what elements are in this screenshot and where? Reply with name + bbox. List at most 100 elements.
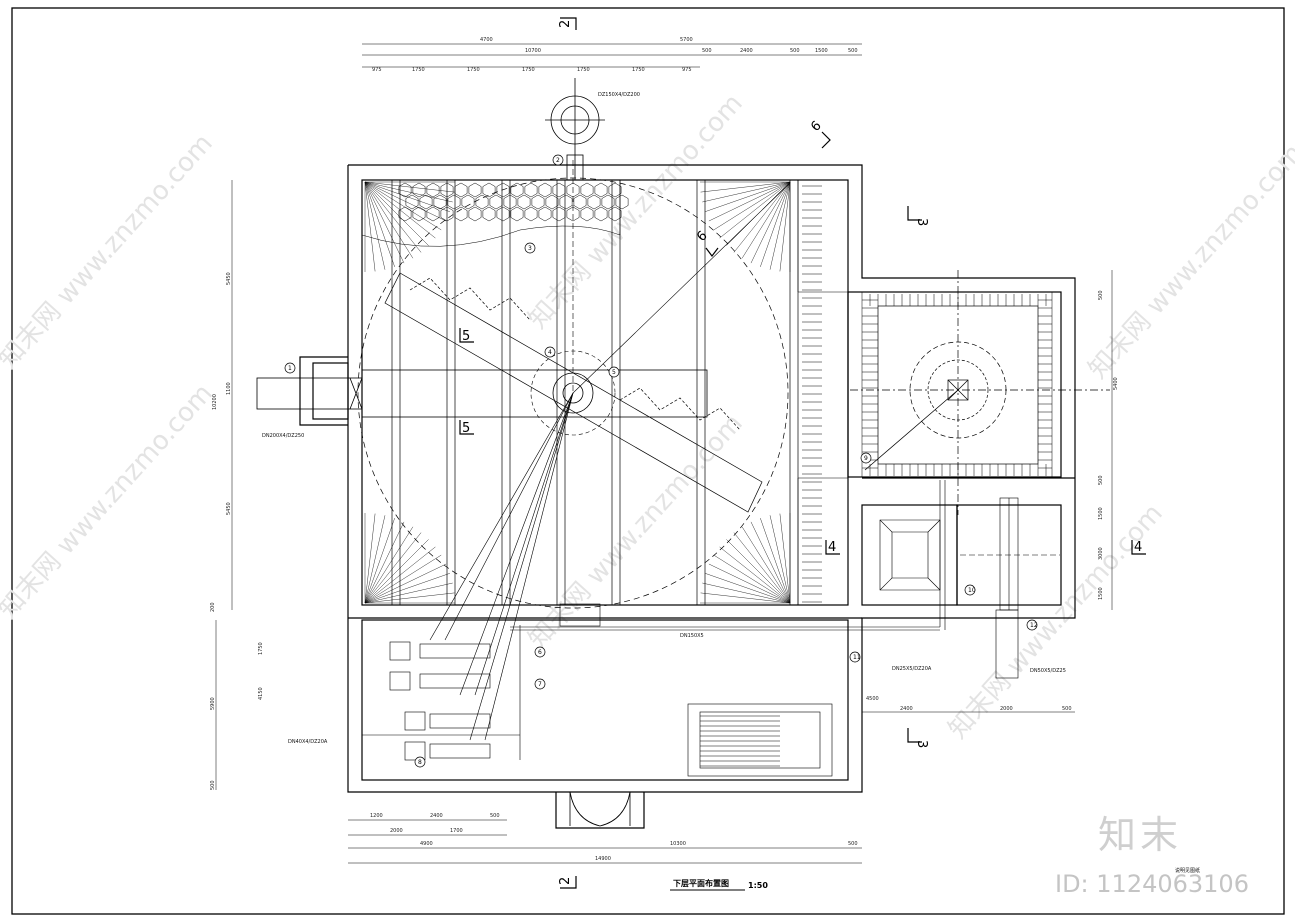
watermark-diag: 知末网 www.znzmo.com <box>0 128 219 374</box>
sheet-border <box>11 7 1285 915</box>
dim-text: 500 <box>210 780 216 790</box>
dim-text: 2000 <box>390 828 403 834</box>
section-label: 3 <box>914 740 929 748</box>
dim-text: 5450 <box>226 272 232 285</box>
callout-bubble: 5 <box>608 366 620 378</box>
callout-bubble-circle <box>534 646 546 658</box>
section-label: 4 <box>1134 540 1142 555</box>
dim-text: 4900 <box>420 841 433 847</box>
dim-text: 500 <box>1098 475 1104 485</box>
id-watermark: ID: 1124063106 <box>1055 870 1249 898</box>
dim-text: 1500 <box>1098 587 1104 600</box>
dim-text: 1750 <box>577 67 590 73</box>
corner-fans <box>364 181 791 604</box>
watermark-layer: 知末网 www.znzmo.com 知末网 www.znzmo.com 知末网 … <box>0 88 1295 744</box>
callout-bubble-circle <box>534 678 546 690</box>
dim-text: 10200 <box>212 394 218 410</box>
dim-text: 5900 <box>210 697 216 710</box>
dim-text: 500 <box>490 813 500 819</box>
dim-text: 200 <box>210 602 216 612</box>
dim-text: 5400 <box>1113 377 1119 390</box>
section-markers <box>459 17 1146 889</box>
callout-bubble-label: 10 <box>968 587 976 594</box>
callout-bubble-label: 2 <box>556 157 560 164</box>
dim-text: 500 <box>1062 706 1072 712</box>
pipe-label: DZ150X4/DZ200 <box>598 92 640 98</box>
section-label: 2 <box>558 20 573 28</box>
callout-bubble: 2 <box>552 154 564 166</box>
pipe-label: DN150X5 <box>680 633 704 639</box>
callout-bubble-circle <box>524 242 536 254</box>
callout-bubble: 11 <box>849 651 861 663</box>
callout-bubble: 8 <box>414 756 426 768</box>
watermark-diag: 知末网 www.znzmo.com <box>943 498 1169 744</box>
callout-bubble-label: 3 <box>528 245 532 252</box>
callout-bubble: 12 <box>1026 619 1038 631</box>
dim-text: 500 <box>848 841 858 847</box>
dim-text: 1200 <box>370 813 383 819</box>
entrance-door <box>569 791 631 827</box>
pipe-label: DN25X5/DZ20A <box>892 666 932 672</box>
drawing-title: 下层平面布置图 <box>673 878 729 888</box>
dim-text: 500 <box>790 48 800 54</box>
dim-text: 5450 <box>226 502 232 515</box>
dimension-texts: 4700 5700 10700 500 2400 500 1500 500 97… <box>210 37 1119 862</box>
dim-text: 1100 <box>226 382 232 395</box>
section-label: 3 <box>914 218 929 226</box>
callout-bubble-circle <box>860 452 872 464</box>
watermark-diag: 知末网 www.znzmo.com <box>0 378 219 624</box>
brand-watermark: 知末 <box>1098 813 1182 857</box>
dim-text: 4700 <box>480 37 493 43</box>
dim-text: 500 <box>1098 290 1104 300</box>
staircase <box>687 703 833 777</box>
dim-text: 1750 <box>258 642 264 655</box>
callout-bubble-circle <box>849 651 861 663</box>
dim-text: 2400 <box>900 706 913 712</box>
callout-bubble-label: 8 <box>418 759 422 766</box>
callout-bubble: 10 <box>964 584 976 596</box>
callout-bubble-label: 9 <box>864 455 868 462</box>
callout-bubble: 6 <box>534 646 546 658</box>
callout-bubble: 1 <box>284 362 296 374</box>
callout-bubble-circle <box>544 346 556 358</box>
callout-bubble: 7 <box>534 678 546 690</box>
callout-bubble-label: 5 <box>612 369 616 376</box>
dim-text: 1750 <box>467 67 480 73</box>
section-label: 5 <box>462 329 470 344</box>
lower-right-rooms <box>879 497 1060 679</box>
callout-bubble-label: 6 <box>538 649 542 656</box>
pipe-label: DN50X5/DZ25 <box>1030 668 1066 674</box>
callout-bubble-label: 4 <box>548 349 552 356</box>
dim-text: 2400 <box>740 48 753 54</box>
feed-well-top <box>545 78 605 181</box>
pump-room <box>362 480 946 761</box>
dim-text: 1500 <box>1098 507 1104 520</box>
callout-bubble-circle <box>964 584 976 596</box>
dim-text: 1700 <box>450 828 463 834</box>
pipe-label: DN200X4/DZ250 <box>262 433 304 439</box>
dim-text: 1750 <box>522 67 535 73</box>
callout-bubble: 9 <box>860 452 872 464</box>
dim-text: 4500 <box>866 696 879 702</box>
dim-text: 975 <box>372 67 382 73</box>
callout-bubble: 3 <box>524 242 536 254</box>
callout-bubble-label: 11 <box>853 654 861 661</box>
central-beam <box>256 369 708 418</box>
dim-text: 2000 <box>1000 706 1013 712</box>
callout-bubble-label: 1 <box>288 365 292 372</box>
watermark-diag: 知末网 www.znzmo.com <box>1083 138 1295 384</box>
dim-text: 500 <box>702 48 712 54</box>
dim-text: 5700 <box>680 37 693 43</box>
dim-text: 2400 <box>430 813 443 819</box>
callout-bubble-circle <box>414 756 426 768</box>
dim-text: 10300 <box>670 841 686 847</box>
dim-text: 1750 <box>632 67 645 73</box>
section-labels: 2 2 3 3 4 4 5 5 6 6 <box>462 20 1142 885</box>
callout-bubble-circle <box>608 366 620 378</box>
radial-pipes <box>429 160 791 741</box>
callout-bubble-circle <box>552 154 564 166</box>
dim-text: 4150 <box>258 687 264 700</box>
callout-bubble: 4 <box>544 346 556 358</box>
